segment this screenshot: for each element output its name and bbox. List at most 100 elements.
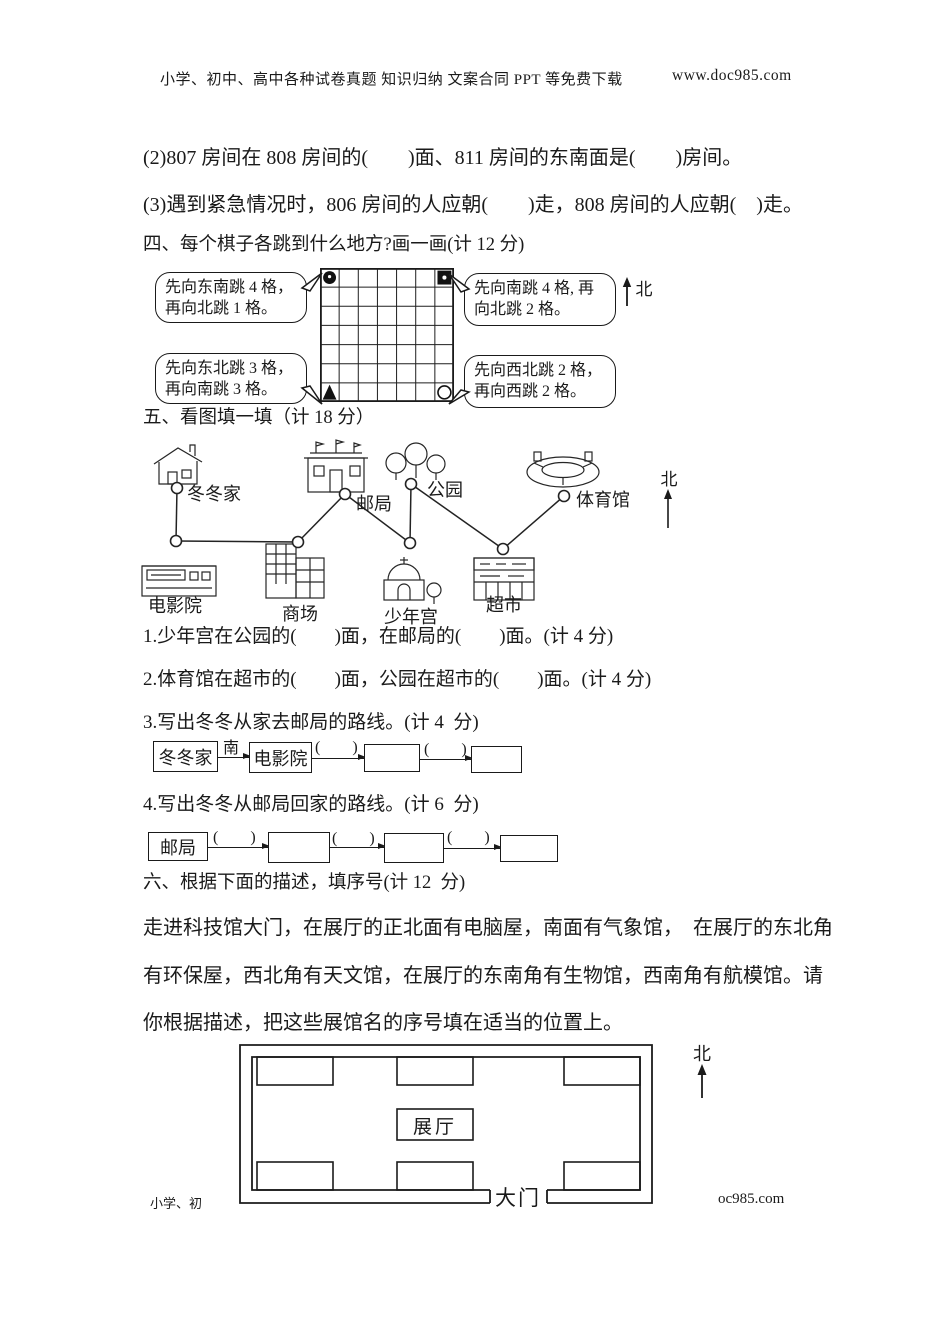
bubble-text-line: 再向西跳 2 格。 — [474, 383, 587, 400]
exhibition-hall-label: 展厅 — [413, 1117, 457, 1138]
north-arrow-icon — [622, 277, 632, 306]
flow-box-start: 邮局 — [148, 832, 208, 861]
grid-border — [319, 267, 454, 402]
header-site-url: www.doc985.com — [672, 67, 792, 84]
room-box-southwest — [256, 1161, 334, 1191]
place-label-mall: 商场 — [282, 604, 318, 624]
section4-compass: 北 — [622, 277, 653, 306]
cinema-icon — [141, 565, 217, 597]
footer-right-text: oc985.com — [718, 1191, 785, 1207]
room-box-southeast — [563, 1161, 641, 1191]
room-box-south — [396, 1161, 474, 1191]
flow-box-second: 电影院 — [249, 742, 312, 773]
bubble-tail — [448, 389, 471, 405]
section5-question-4: 4.写出冬冬从邮局回家的路线。(计 6 分) — [143, 794, 479, 815]
post-office-icon — [304, 439, 368, 493]
place-label-stadium: 体育馆 — [576, 490, 630, 510]
section5-heading: 五、看图填一填（计 18 分） — [143, 408, 375, 428]
flow-arrow — [208, 843, 270, 850]
place-label-supermarket: 超市 — [486, 595, 522, 615]
bubble-text-line: 先向西北跳 2 格， — [474, 362, 603, 379]
header-promo-text: 小学、初中、高中各种试卷真题 知识归纳 文案合同 PPT 等免费下载 — [160, 72, 623, 88]
compass-label: 北 — [661, 470, 678, 489]
plan-compass: 北 — [693, 1044, 711, 1098]
section5-question-2: 2.体育馆在超市的( )面，公园在超市的( )面。(计 4 分) — [143, 669, 652, 690]
youth-palace-icon — [383, 557, 442, 604]
map-node — [338, 487, 352, 501]
north-arrow-icon — [697, 1064, 707, 1098]
flow-box-empty — [500, 835, 558, 862]
speech-bubble-top-right: 先向南跳 4 格, 再 向北跳 2 格。 — [448, 273, 616, 326]
room-box-northwest — [256, 1056, 334, 1086]
bubble-tail — [300, 272, 323, 292]
flow-blank-label: ( ) — [424, 741, 467, 758]
compass-label: 北 — [636, 280, 653, 299]
flow-blank-label: ( ) — [332, 830, 375, 847]
open-circle-marker — [437, 385, 452, 400]
speech-bubble-bottom-left: 先向东北跳 3 格， 再向南跳 3 格。 — [155, 353, 323, 405]
map-node — [291, 535, 305, 549]
bubble-text-line: 先向南跳 4 格, 再 — [474, 280, 595, 297]
park-icon — [385, 442, 446, 480]
speech-bubble-bottom-right: 先向西北跳 2 格， 再向西跳 2 格。 — [448, 355, 616, 408]
place-label-cinema: 电影院 — [148, 596, 202, 616]
map-node — [496, 542, 510, 556]
mall-icon — [265, 543, 325, 599]
speech-bubble-top-left: 先向东南跳 4 格， 再向北跳 1 格。 — [155, 272, 323, 323]
places-map: 冬冬家 邮局 公园 体育馆 电影院 商场 少年宫 超市 北 — [141, 439, 678, 627]
map-roads — [175, 483, 565, 550]
place-label-home: 冬冬家 — [187, 484, 241, 504]
question-intro-2: (2)807 房间在 808 房间的( )面、811 房间的东南面是( )房间。 — [143, 147, 743, 169]
flow-box-empty — [364, 744, 420, 772]
question-intro-3: (3)遇到紧急情况时，806 房间的人应朝( )走，808 房间的人应朝( )走… — [143, 194, 803, 216]
house-icon — [153, 444, 203, 485]
footer-left-text: 小学、初 — [150, 1196, 203, 1211]
flow-arrow — [420, 755, 473, 762]
section6-paragraph-line3: 你根据描述，把这些展馆名的序号填在适当的位置上。 — [143, 1012, 623, 1034]
place-label-youth-palace: 少年宫 — [384, 607, 438, 627]
section4-heading: 四、每个棋子各跳到什么地方?画一画(计 12 分) — [143, 235, 525, 255]
bubble-text-line: 先向东南跳 4 格， — [165, 279, 294, 296]
black-triangle-marker — [322, 384, 337, 400]
exhibition-hall-box — [396, 1108, 474, 1141]
bubble-text-line: 向北跳 2 格。 — [474, 301, 571, 318]
map-node — [403, 536, 417, 550]
chess-grid — [319, 267, 454, 402]
flow-box-empty — [384, 833, 444, 863]
bubble-text-line: 先向东北跳 3 格， — [165, 360, 294, 377]
flow-blank-label: ( ) — [213, 829, 256, 846]
museum-floor-plan: 展厅 大门 北 — [239, 1044, 711, 1210]
flow-blank-label: ( ) — [447, 829, 490, 846]
black-dot-marker-highlight — [327, 275, 332, 279]
flow-blank-label: ( ) — [315, 739, 358, 756]
flow-arrow — [444, 844, 502, 851]
section5-question-1: 1.少年宫在公园的( )面，在邮局的( )面。(计 4 分) — [143, 626, 614, 647]
section5-question-3: 3.写出冬冬从家去邮局的路线。(计 4 分) — [143, 712, 479, 733]
north-arrow-icon — [664, 489, 672, 528]
flow-arrow — [217, 753, 251, 760]
bubble-tail — [448, 273, 471, 293]
gate-label: 大门 — [495, 1186, 541, 1210]
black-square-marker-dot — [442, 275, 447, 280]
flow-box-empty — [268, 832, 330, 863]
section6-paragraph-line1: 走进科技馆大门，在展厅的正北面有电脑屋，南面有气象馆， 在展厅的东北角 — [143, 917, 833, 939]
flow-arrow — [312, 754, 366, 761]
map-node — [557, 489, 571, 503]
map-nodes — [169, 477, 571, 556]
section6-heading: 六、根据下面的描述，填序号(计 12 分) — [143, 873, 466, 893]
compass-label: 北 — [693, 1044, 711, 1064]
grid-lines — [320, 268, 454, 402]
outer-wall — [239, 1044, 653, 1204]
section6-paragraph-line2: 有环保屋，西北角有天文馆，在展厅的东南角有生物馆，西南角有航模馆。请 — [143, 965, 823, 987]
flow-box-empty — [471, 746, 522, 773]
stadium-icon — [526, 451, 600, 488]
flow-box-start: 冬冬家 — [153, 741, 218, 772]
flow-arrow — [330, 843, 386, 850]
map-node — [404, 477, 418, 491]
map-node — [169, 534, 183, 548]
bubble-tail — [300, 385, 323, 405]
supermarket-icon — [473, 557, 535, 601]
place-label-post-office: 邮局 — [356, 494, 392, 514]
room-box-northeast — [563, 1056, 641, 1086]
